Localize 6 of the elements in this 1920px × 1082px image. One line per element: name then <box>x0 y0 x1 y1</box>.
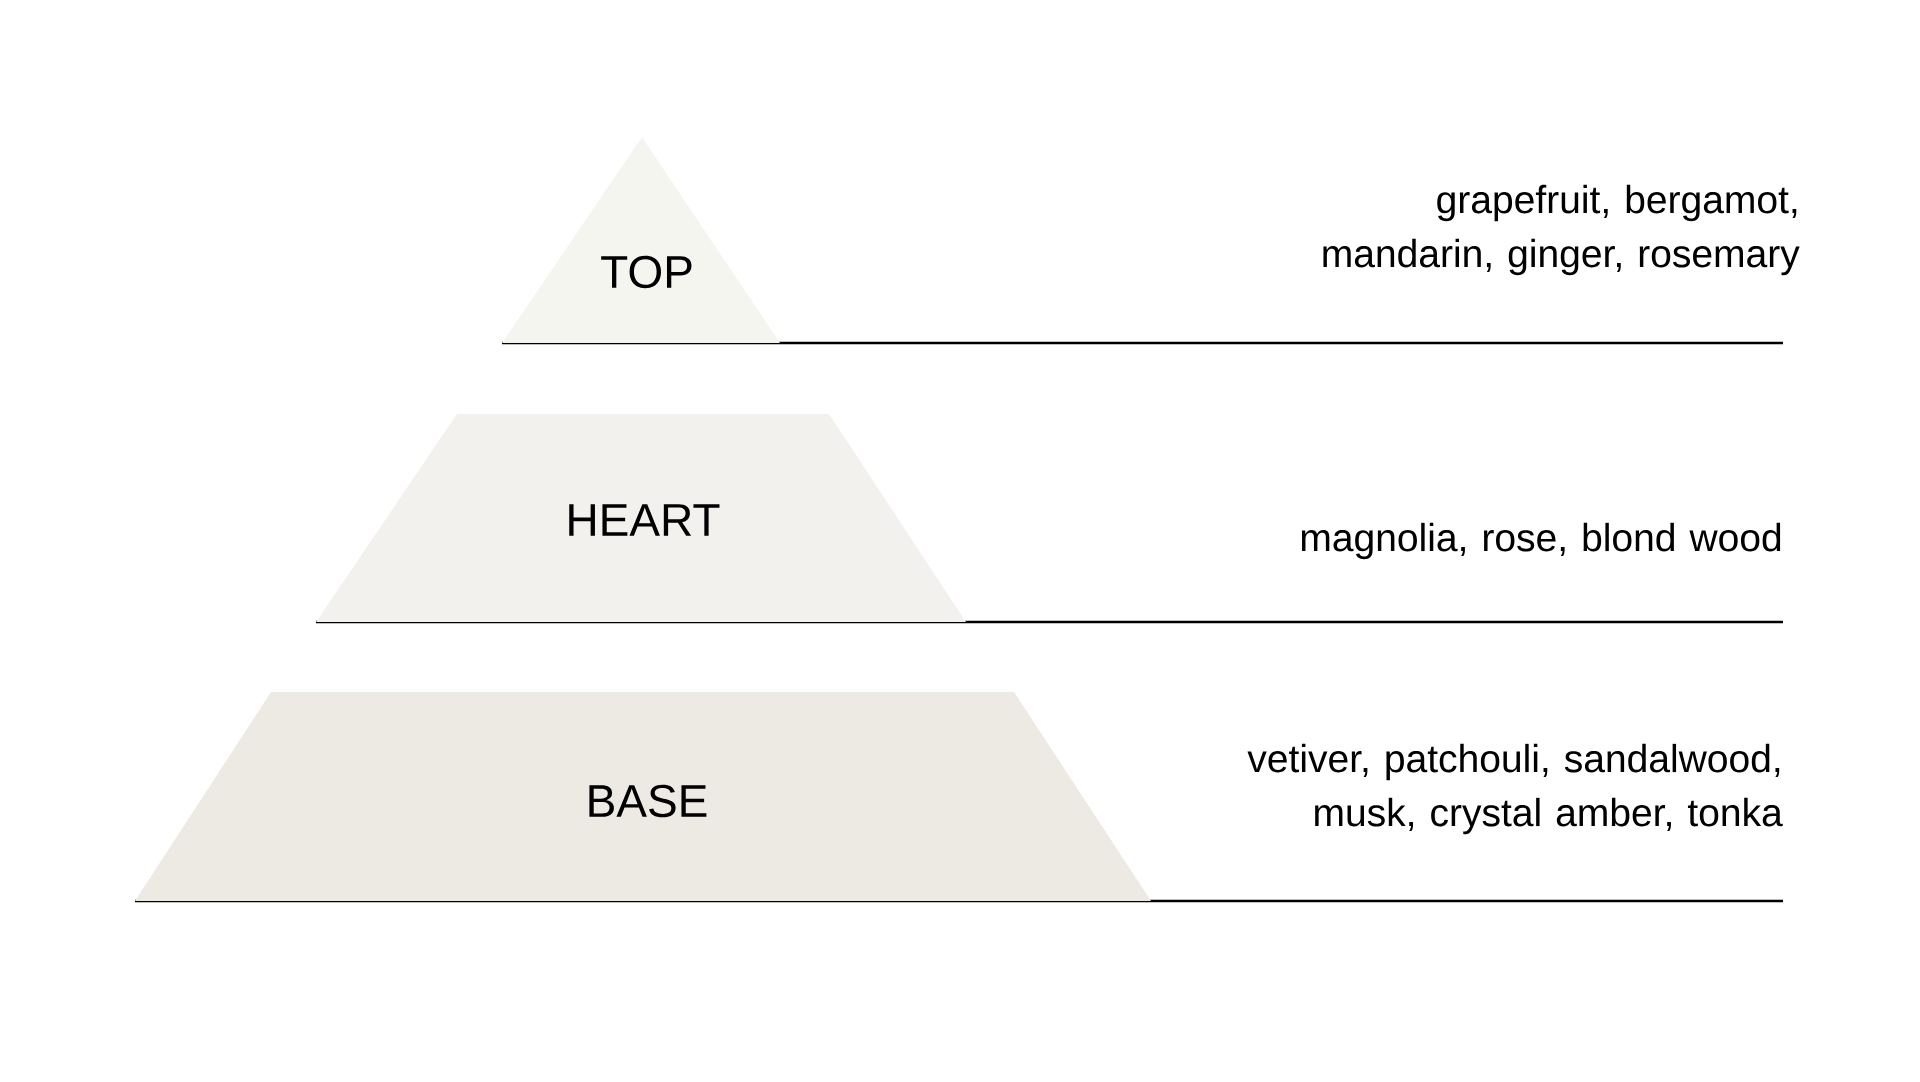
pyramid-tier: BASE <box>135 692 1151 901</box>
note-text: magnolia, rose, blond wood <box>1301 522 1781 560</box>
note-text: grapefruit, bergamot, mandarin, ginger, rosemary <box>1323 184 1800 276</box>
pyramid-tier: TOP <box>502 137 780 343</box>
note-text: vetiver, patchouli, sandalwood, musk, crystal amber, tonka <box>1247 743 1783 835</box>
pyramid-tier: HEART <box>316 414 966 622</box>
